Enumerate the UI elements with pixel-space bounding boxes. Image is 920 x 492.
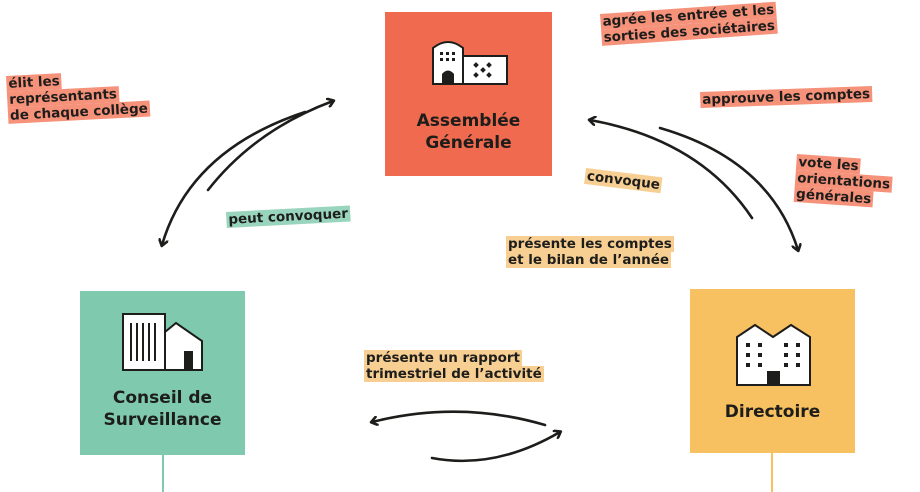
node-title: Directoire	[724, 402, 821, 422]
node-assemblee-generale: Assemblée Générale	[385, 12, 552, 176]
node-title: Conseil de	[112, 388, 213, 408]
arrow-ag-to-cs	[162, 110, 307, 245]
label-elit-representants: élit les représentants de chaque collège	[6, 73, 151, 124]
arrow-dir-to-cs	[372, 410, 547, 425]
arrow-ag-to-dir	[658, 126, 798, 250]
building-icon	[736, 323, 811, 386]
label-presente-rapport: présente un rapport trimestriel de l’act…	[364, 350, 544, 382]
arrow-dir-to-ag	[590, 120, 754, 220]
connector-line	[162, 455, 164, 492]
building-icon	[122, 313, 203, 371]
connector-line	[771, 453, 773, 492]
node-conseil-de-surveillance: Conseil de Surveillance	[80, 291, 245, 455]
node-title: Assemblée	[416, 111, 521, 131]
label-vote-orientations: vote les orientations générales	[793, 154, 893, 208]
node-directoire: Directoire	[690, 289, 855, 453]
arrow-cs-to-ag	[206, 101, 333, 192]
building-icon	[432, 41, 508, 85]
arrow-cs-to-dir	[430, 432, 560, 463]
node-title: Générale	[425, 133, 512, 153]
node-title: Surveillance	[103, 410, 222, 430]
label-presente-comptes: présente les comptes et le bilan de l’an…	[506, 236, 674, 268]
